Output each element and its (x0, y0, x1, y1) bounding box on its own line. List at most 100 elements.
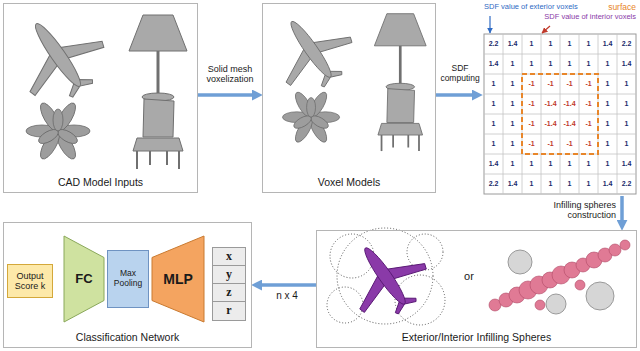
sdf-value: 1 (492, 140, 496, 148)
label-anchor: 1 (541, 174, 560, 194)
label-anchor: 1.4 (617, 54, 636, 74)
box-label: MLP (163, 271, 193, 287)
label-anchor: 1 (541, 34, 560, 54)
fc-layer: FC (64, 236, 104, 322)
sdf-value: -1 (547, 80, 553, 88)
sdf-value: 1 (606, 60, 610, 68)
sdf-value: 1 (549, 60, 553, 68)
label-anchor: -1 (541, 134, 560, 154)
sdf-value: 1 (625, 120, 629, 128)
panel-title: CAD Model Inputs (58, 176, 143, 188)
sdf-value: 1 (530, 160, 534, 168)
label-anchor: 2.2 (617, 34, 636, 54)
label-anchor: 1 (617, 74, 636, 94)
sdf-value: 2.2 (489, 180, 499, 188)
label-anchor: 1 (522, 154, 541, 174)
flow-arrow (198, 93, 254, 97)
output-box: Output Score k (7, 264, 53, 298)
sdf-value: -1 (585, 120, 591, 128)
sdf-value: 1 (549, 40, 553, 48)
label-anchor: 1.4 (503, 174, 522, 194)
network-panel: Classification Network Output Score k FC Ma… (3, 222, 252, 348)
layer-outline (152, 236, 204, 322)
label-anchor: -1 (579, 74, 598, 94)
label-anchor: 1 (522, 174, 541, 194)
sdf-value: 1 (492, 120, 496, 128)
label-anchor: 1 (598, 74, 617, 94)
label-anchor: 1 (560, 34, 579, 54)
label-anchor: 1 (579, 54, 598, 74)
label-anchor: -1 (522, 74, 541, 94)
label-anchor: -1.4 (541, 114, 560, 134)
voxel-models (259, 0, 426, 151)
label-anchor: 1 (617, 94, 636, 114)
sphere (508, 250, 532, 274)
label-anchor: 1 (560, 174, 579, 194)
input-cell: z (212, 283, 246, 303)
label-anchor: 1 (522, 34, 541, 54)
label-anchor: -1 (579, 94, 598, 114)
annotation-text: SDF value of exterior voxels (484, 3, 578, 13)
sdf-value: 1 (587, 160, 591, 168)
label-anchor: 1 (541, 54, 560, 74)
sdf-value: 1 (625, 140, 629, 148)
label-anchor: 1 (579, 174, 598, 194)
panel-title: Classification Network (76, 331, 179, 343)
flow-arrow (436, 93, 474, 97)
input-panel: CAD Model Inputs (3, 3, 198, 193)
sdf-value: 1 (492, 80, 496, 88)
sdf-value: 1.4 (489, 60, 499, 68)
panel-title: Exterior/Interior Infilling Spheres (402, 331, 551, 343)
sdf-value: -1 (528, 120, 534, 128)
label-anchor: 1 (503, 114, 522, 134)
label-anchor: -1.4 (560, 94, 579, 114)
sdf-value: -1.4 (544, 120, 556, 128)
layer-outline (64, 236, 104, 322)
pooling-box: Max Pooling (107, 250, 149, 308)
edge-label: Infilling spheres construction (528, 200, 616, 221)
sdf-value: -1 (528, 140, 534, 148)
sdf-value: 1 (587, 40, 591, 48)
box-label: x (226, 250, 232, 264)
label-anchor: -1 (579, 114, 598, 134)
grid-frame (484, 34, 636, 194)
sdf-value: 1 (568, 180, 572, 188)
label-anchor: 1 (598, 94, 617, 114)
airplane-figure (333, 225, 440, 330)
sdf-value: 1.4 (508, 40, 518, 48)
sdf-value: -1.4 (544, 100, 556, 108)
spheres-panel: Exterior/Interior Infilling Spheres (316, 230, 637, 348)
flow-arrow (620, 196, 624, 222)
label-anchor: -1 (522, 114, 541, 134)
sphere (586, 282, 614, 310)
label-anchor: -1 (579, 134, 598, 154)
label-anchor: 1 (503, 54, 522, 74)
box-label: y (226, 268, 232, 282)
sdf-value: 1 (606, 160, 610, 168)
sdf-value: -1 (528, 100, 534, 108)
sdf-grid-panel: SDF value of exterior voxels surfaceSDF v… (482, 2, 638, 196)
input-cell: x (212, 247, 246, 267)
sphere (535, 300, 545, 310)
edge-label-anchor: n x 4 (262, 290, 312, 302)
annotation-text: SDF value of interior voxels (484, 13, 636, 22)
sdf-value: 1 (606, 100, 610, 108)
box-label: FC (75, 272, 92, 287)
sphere (609, 244, 621, 256)
sdf-value: 2.2 (622, 180, 632, 188)
sdf-value: 1 (511, 100, 515, 108)
edge-label-anchor: Solid mesh voxelization (199, 64, 261, 85)
sdf-value: -1.4 (563, 120, 575, 128)
sdf-value: 1 (492, 100, 496, 108)
annotation-text: surface (608, 3, 636, 13)
label-anchor: 1 (598, 54, 617, 74)
mlp-layer: MLP (152, 236, 204, 322)
label-anchor: 1.4 (484, 154, 503, 174)
grid-lines (484, 34, 636, 194)
label-anchor: 1 (484, 94, 503, 114)
sdf-value: 1 (606, 140, 610, 148)
label-anchor: 1 (617, 134, 636, 154)
leader-line (542, 26, 550, 33)
sdf-value: -1 (566, 140, 572, 148)
sdf-value: 1.4 (622, 60, 632, 68)
